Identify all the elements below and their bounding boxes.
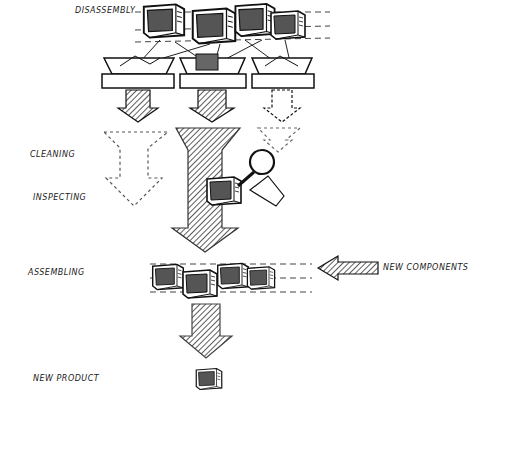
source-devices	[135, 4, 330, 62]
step-label: INSPECTING	[33, 193, 86, 203]
flow-arrows	[104, 90, 300, 252]
component-arrow	[318, 256, 378, 280]
step-label: NEW PRODUCT	[33, 374, 99, 384]
product-arrow	[180, 304, 232, 390]
sorting-bins	[102, 54, 314, 88]
step-label: DISASSEMBLY	[75, 6, 135, 16]
assembly-devices	[150, 256, 378, 298]
step-label: NEW COMPONENTS	[383, 263, 468, 273]
inspector-figure	[207, 150, 284, 206]
step-label: ASSEMBLING	[28, 268, 85, 278]
step-label: CLEANING	[30, 150, 75, 160]
